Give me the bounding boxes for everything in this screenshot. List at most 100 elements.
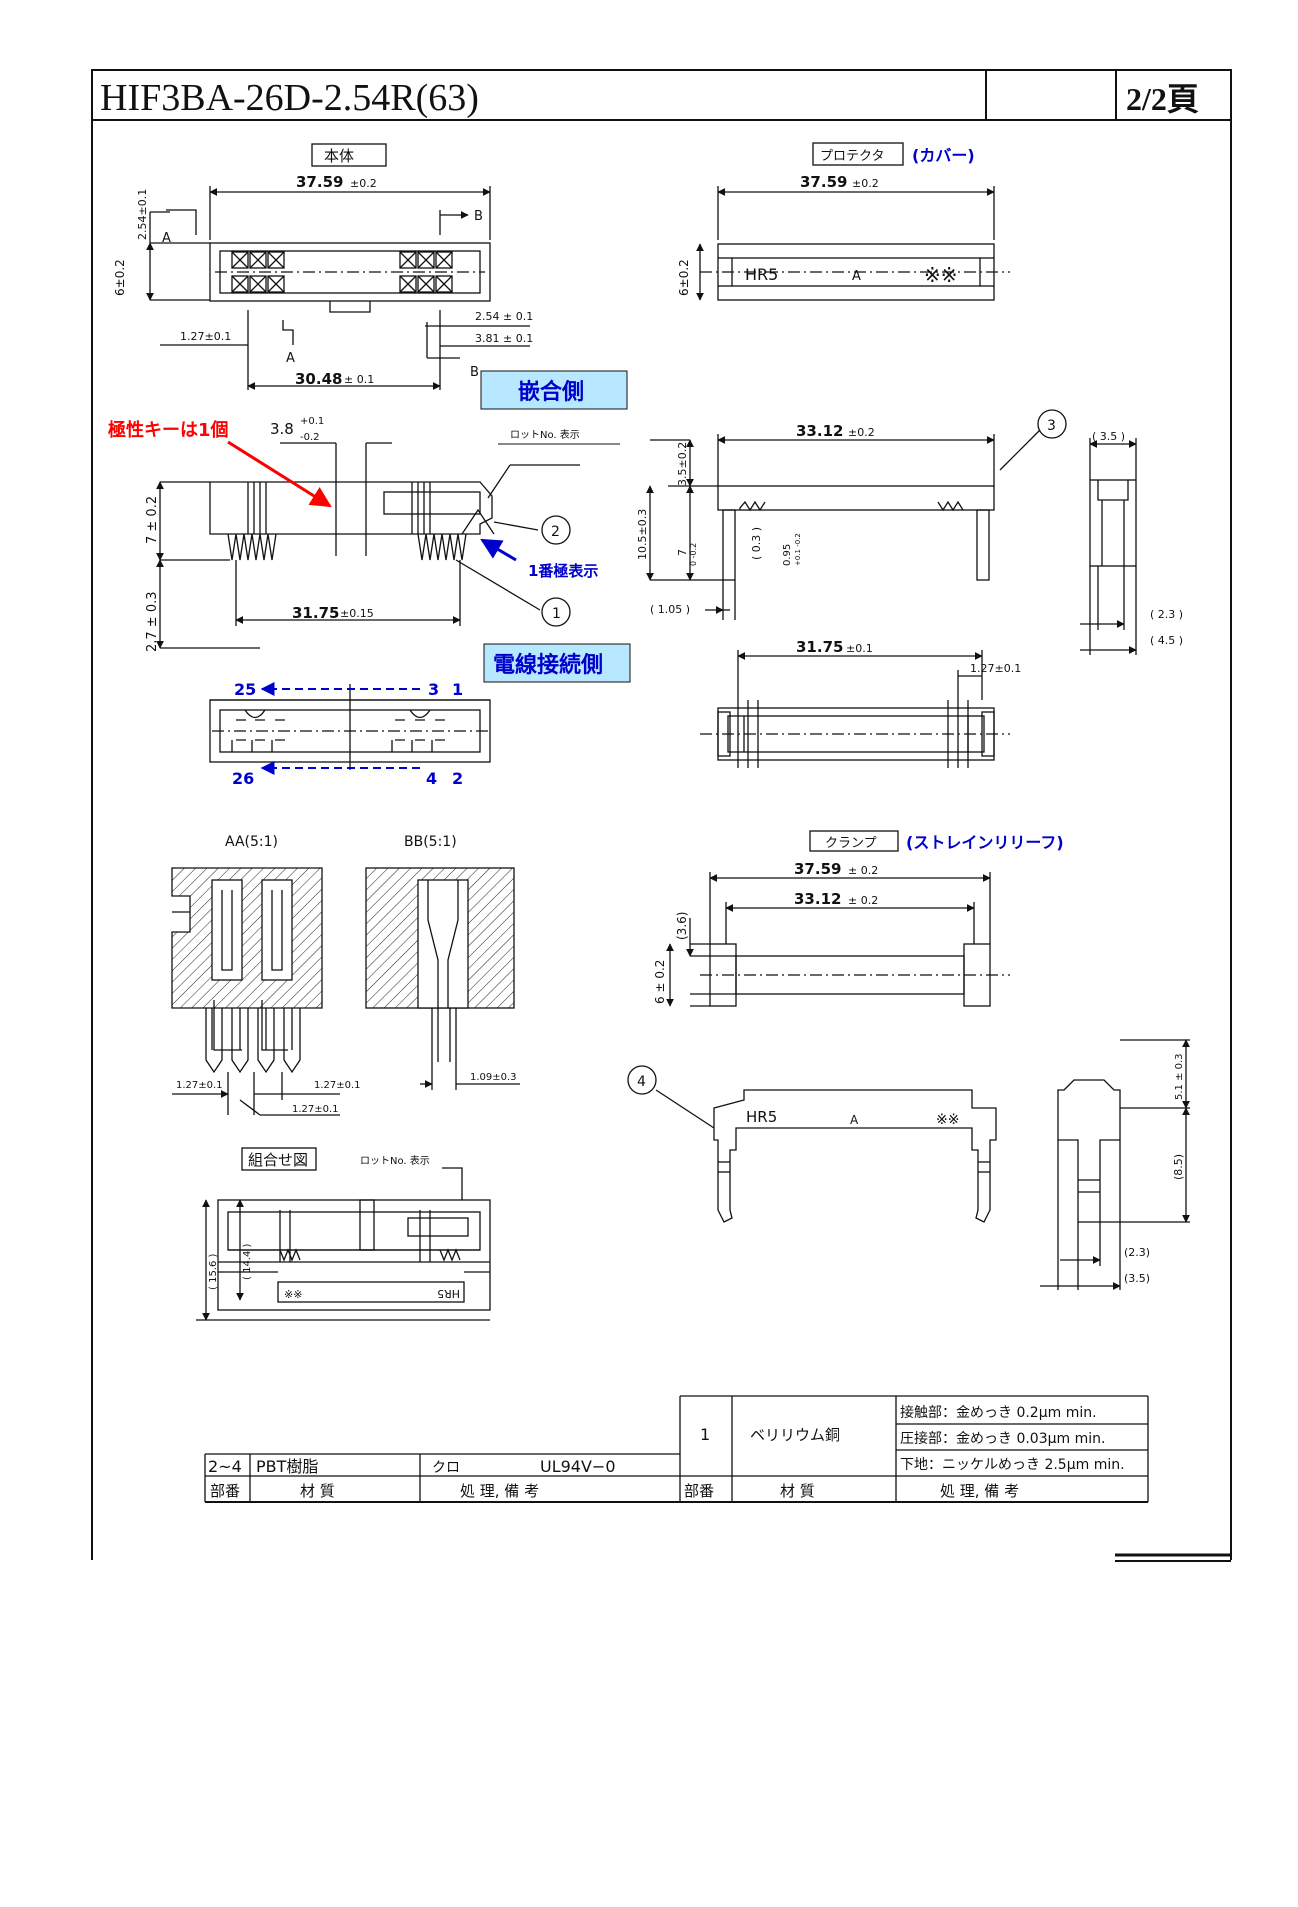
assembly-view [196, 1147, 491, 1321]
bom-header-finish-left: 処 理, 備 考 [460, 1482, 539, 1500]
section-bb-d1: 1.09±0.3 [470, 1072, 517, 1083]
protector-mark-mid: A [852, 269, 861, 284]
bom-right-material: ベリリウム銅 [750, 1426, 840, 1444]
bom-header-finish-right: 処 理, 備 考 [940, 1482, 1019, 1500]
body-height-dim: 6±0.2 [113, 259, 127, 296]
side-height-1: 7 ± 0.2 [145, 496, 160, 544]
key-tol-plus: +0.1 [300, 416, 324, 427]
title-block [91, 69, 1232, 1562]
protector-sublabel: (カバー) [912, 146, 975, 165]
bom-right-part: 1 [700, 1425, 710, 1444]
section-aa-d1: 1.27±0.1 [176, 1080, 223, 1091]
assembly-lot-note: ロットNo. 表示 [360, 1154, 430, 1167]
pin-label-26: 26 [232, 769, 254, 788]
bom-left-part: 2~4 [208, 1457, 242, 1476]
polarity-note: 極性キーは1個 [108, 419, 229, 441]
balloon-4-label: 4 [637, 1074, 646, 1090]
clamp-h2: 6 ± 0.2 [653, 960, 667, 1004]
contact-grid-right [399, 251, 453, 293]
assembly-mark-right: HR5 [437, 1287, 460, 1300]
key-dim: 3.8 [270, 420, 294, 438]
mating-side-box [480, 370, 628, 410]
body-side-view [156, 442, 580, 649]
assembly-h1: ( 15.6 ) [208, 1253, 219, 1290]
cover-bottom-width-tol: ±0.1 [846, 642, 873, 655]
polarity-arrow [227, 440, 332, 508]
assembly-label: 組合せ図 [248, 1151, 308, 1169]
body-section-a-top: A [162, 231, 171, 246]
lot-note-side: ロットNo. 表示 [510, 428, 580, 441]
balloon-3-label: 3 [1047, 418, 1056, 434]
section-bb [365, 867, 520, 1090]
cover-bottom-width-dim: 31.75 [796, 638, 843, 656]
bom-right-finish-2: 圧接部：金めっき 0.03μm min. [900, 1430, 1105, 1447]
section-aa [171, 867, 340, 1116]
cover-end-width: ( 3.5 ) [1092, 430, 1125, 443]
mating-side-label: 嵌合側 [518, 379, 584, 405]
bom-left-finish-a: クロ [432, 1460, 460, 1476]
clamp-end-b: (3.5) [1124, 1272, 1150, 1285]
body-bottom-view [209, 684, 491, 770]
assembly-mark-left: ※※ [284, 1288, 302, 1301]
body-top-view [146, 143, 530, 390]
body-span-tol: ± 0.1 [344, 373, 374, 386]
cover-bottom-offset: 1.27±0.1 [970, 662, 1021, 675]
body-width-tol: ±0.2 [350, 177, 377, 190]
bom-left-material: PBT樹脂 [256, 1457, 318, 1476]
bom-right-finish-3: 下地：ニッケルめっき 2.5μm min. [900, 1457, 1125, 1473]
pin-label-25: 25 [234, 680, 256, 699]
body-width-dim: 37.59 [296, 173, 343, 191]
contact-grid-left [231, 251, 285, 293]
protector-mark-left: HR5 [745, 265, 778, 284]
body-pitch-dim: 2.54±0.1 [136, 189, 149, 240]
assembly-h2: ( 14.4 ) [242, 1243, 253, 1280]
clamp-width-dim: 37.59 [794, 860, 841, 878]
body-pitch2-dim: 2.54 ± 0.1 [475, 310, 533, 323]
clamp-end-height: 5.1 ± 0.3 [1174, 1053, 1185, 1100]
pin-label-1: 1 [452, 680, 463, 699]
clamp-end-view [1040, 1039, 1190, 1290]
cover-h3: 7 [676, 549, 689, 556]
wire-side-box [483, 643, 631, 683]
cover-h1: 3.5±0.2 [676, 442, 689, 486]
part-number-title: HIF3BA-26D-2.54R(63) [100, 77, 479, 119]
clamp-sublabel: (ストレインリリーフ) [906, 833, 1064, 852]
cover-h3-tol: 0 -0.2 [689, 543, 698, 566]
clamp-h1: (3.6) [675, 912, 689, 940]
clamp-width-tol: ± 0.2 [848, 864, 878, 877]
clamp-mark-left: HR5 [746, 1108, 777, 1126]
cover-h2: 10.5±0.3 [636, 509, 649, 560]
cover-end-b: ( 4.5 ) [1150, 634, 1183, 647]
protector-width-tol: ±0.2 [852, 177, 879, 190]
section-aa-label: AA(5:1) [225, 834, 278, 850]
bom-right-finish-1: 接触部：金めっき 0.2μm min. [900, 1404, 1097, 1421]
page-number: 2/2頁 [1126, 81, 1199, 117]
protector-mark-right: ※※ [924, 263, 958, 287]
cover-end-a: ( 2.3 ) [1150, 608, 1183, 621]
body-row-dim: 3.81 ± 0.1 [475, 332, 533, 345]
clamp-inner-tol: ± 0.2 [848, 894, 878, 907]
cover-foot-dim: ( 1.05 ) [650, 603, 690, 616]
bom-header-part-left: 部番 [210, 1482, 240, 1500]
balloon-1-label: 1 [552, 606, 561, 622]
body-section-b-top: B [474, 209, 483, 224]
bom-header-part-right: 部番 [684, 1482, 714, 1500]
clamp-inner-dim: 33.12 [794, 890, 841, 908]
section-aa-d2: 1.27±0.1 [314, 1080, 361, 1091]
cover-side-view [646, 409, 1137, 655]
bom-header-material-left: 材 質 [300, 1482, 335, 1500]
section-aa-d3: 1.27±0.1 [292, 1104, 339, 1115]
wire-side-label: 電線接続側 [493, 652, 603, 678]
body-offset-dim: 1.27±0.1 [180, 330, 231, 343]
clamp-mark-right: ※※ [936, 1112, 959, 1128]
protector-height-dim: 6±0.2 [677, 259, 691, 296]
pin-label-3: 3 [428, 680, 439, 699]
body-section-a-bottom: A [286, 351, 295, 366]
key-tol-minus: -0.2 [300, 432, 320, 443]
side-pitch-dim: 31.75 [292, 604, 339, 622]
clamp-label: クランプ [825, 836, 877, 851]
cover-bottom-view [700, 650, 1010, 768]
clamp-mark-mid: A [850, 1113, 859, 1127]
cover-h5-tol: +0.1 -0.2 [794, 533, 802, 566]
